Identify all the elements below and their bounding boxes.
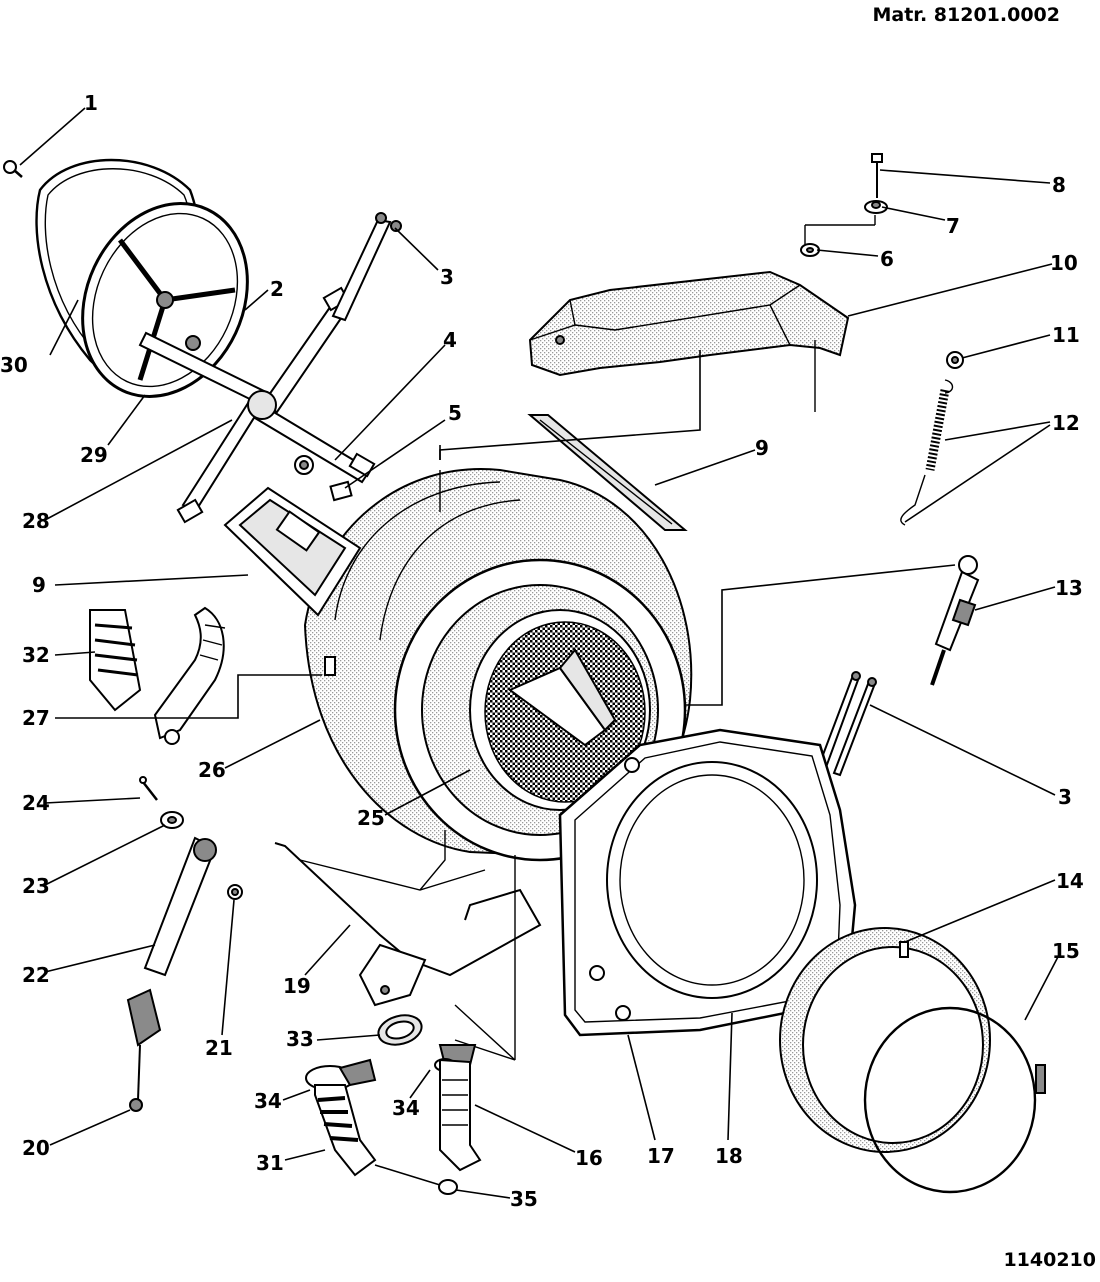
callout-3: 3 (440, 265, 454, 289)
part-15-clamp-ring (863, 1006, 1046, 1194)
part-22-damper (126, 836, 217, 1101)
part-17-front-panel (558, 728, 857, 1037)
part-21-bush (227, 884, 243, 900)
part-35-clamp (438, 1179, 458, 1195)
drawing-number: 1140210 (1003, 1249, 1096, 1271)
callout-7: 7 (946, 214, 960, 238)
callout-6: 6 (880, 247, 894, 271)
callout-9: 9 (755, 436, 769, 460)
part-13-shock-absorber (930, 555, 980, 686)
part-12-spring (900, 379, 954, 526)
callout-20: 20 (22, 1136, 50, 1160)
callout-19: 19 (283, 974, 311, 998)
part-16-hose (439, 1058, 482, 1172)
callout-4: 4 (443, 328, 457, 352)
part-19-heater (274, 830, 542, 1061)
part-23-washer (160, 811, 184, 829)
part-10-counterweight (528, 215, 876, 412)
callout-11: 11 (1052, 323, 1080, 347)
part-11-nut (946, 351, 964, 369)
callout-34: 34 (254, 1089, 282, 1113)
callout-34: 34 (392, 1096, 420, 1120)
part-5-nut (329, 480, 353, 502)
callout-2: 2 (270, 277, 284, 301)
part-3-shaft-bolt-upper (331, 212, 402, 322)
part-20-nut (129, 1098, 143, 1112)
callout-35: 35 (510, 1187, 538, 1211)
part-32-hose (89, 609, 142, 712)
callout-32: 32 (22, 643, 50, 667)
callout-24: 24 (22, 791, 50, 815)
callout-25: 25 (357, 806, 385, 830)
part-31-sump-hose (314, 1084, 377, 1177)
part-24-screw (139, 776, 158, 801)
callout-31: 31 (256, 1151, 284, 1175)
callout-17: 17 (647, 1144, 675, 1168)
callout-12: 12 (1052, 411, 1080, 435)
callout-14: 14 (1056, 869, 1084, 893)
callout-18: 18 (715, 1144, 743, 1168)
callout-33: 33 (286, 1027, 314, 1051)
callout-13: 13 (1055, 576, 1083, 600)
callout-10: 10 (1050, 251, 1078, 275)
callout-29: 29 (80, 443, 108, 467)
callout-16: 16 (575, 1146, 603, 1170)
matr-number: Matr. 81201.0002 (872, 4, 1060, 26)
callout-5: 5 (448, 401, 462, 425)
callout-23: 23 (22, 874, 50, 898)
callout-3: 3 (1058, 785, 1072, 809)
callout-labels: 1 2 3 4 5 6 7 8 9 9 10 11 12 13 3 14 15 … (0, 91, 1084, 1211)
callout-1: 1 (84, 91, 98, 115)
callout-26: 26 (198, 758, 226, 782)
callout-9: 9 (32, 573, 46, 597)
part-9-heater-plate-left (223, 486, 362, 617)
callout-28: 28 (22, 509, 50, 533)
part-29-pulley (81, 202, 249, 398)
callout-15: 15 (1052, 939, 1080, 963)
callout-8: 8 (1052, 173, 1066, 197)
part-33-clamp (377, 1014, 423, 1046)
part-1-screw (3, 160, 23, 178)
part-7-washer (864, 200, 888, 214)
part-9-plate-right (527, 414, 688, 531)
callout-22: 22 (22, 963, 50, 987)
callout-30: 30 (0, 353, 28, 377)
part-8-bolt (871, 153, 883, 198)
part-4-nut (294, 455, 314, 475)
callout-27: 27 (22, 706, 50, 730)
leader-lines (19, 107, 1061, 1199)
part-6-washer (800, 243, 820, 257)
part-25-drum (393, 558, 687, 862)
callout-21: 21 (205, 1036, 233, 1060)
part-3-shaft-bolt-right (816, 671, 877, 777)
part-27-hose (153, 606, 226, 745)
